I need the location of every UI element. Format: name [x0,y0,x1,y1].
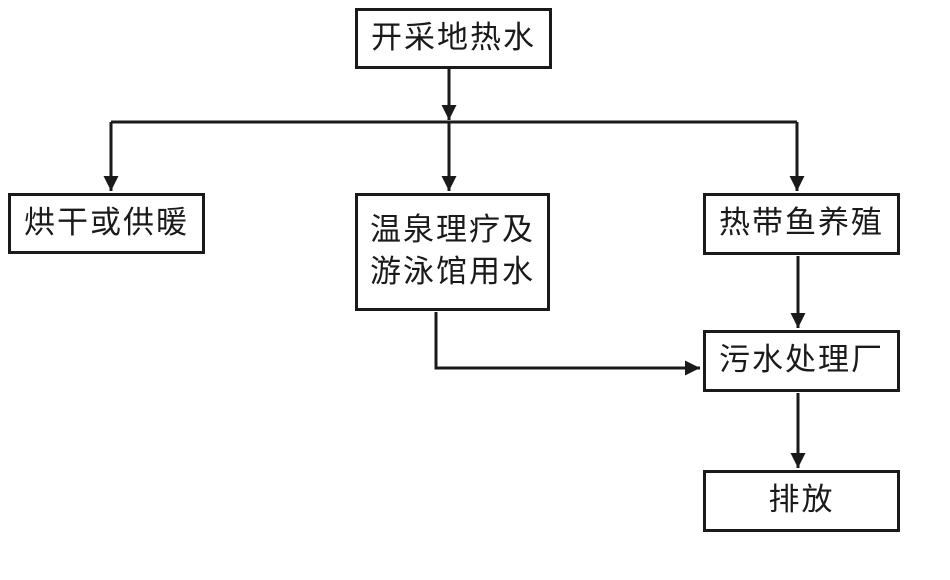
node-spa-label: 温泉理疗及 游泳馆用水 [370,210,535,294]
edge-spa-to-sewage-arrow [434,312,700,376]
node-sewage-label: 污水处理厂 [719,342,884,379]
node-spa-label-line2: 游泳馆用水 [370,254,535,290]
node-spa-label-line1: 温泉理疗及 [370,212,535,249]
node-drying-label: 烘干或供暖 [24,204,189,241]
node-spa-therapy-swimming: 温泉理疗及 游泳馆用水 [355,193,550,311]
node-fish-label: 热带鱼养殖 [719,205,884,242]
node-source-label: 开采地热水 [371,19,536,56]
node-drying-or-heating: 烘干或供暖 [8,193,205,254]
node-tropical-fish-farming: 热带鱼养殖 [703,193,900,255]
node-discharge-label: 排放 [768,482,835,519]
node-sewage-treatment-plant: 污水处理厂 [703,330,900,392]
node-discharge: 排放 [703,470,900,532]
node-source-geothermal-water: 开采地热水 [355,8,552,69]
